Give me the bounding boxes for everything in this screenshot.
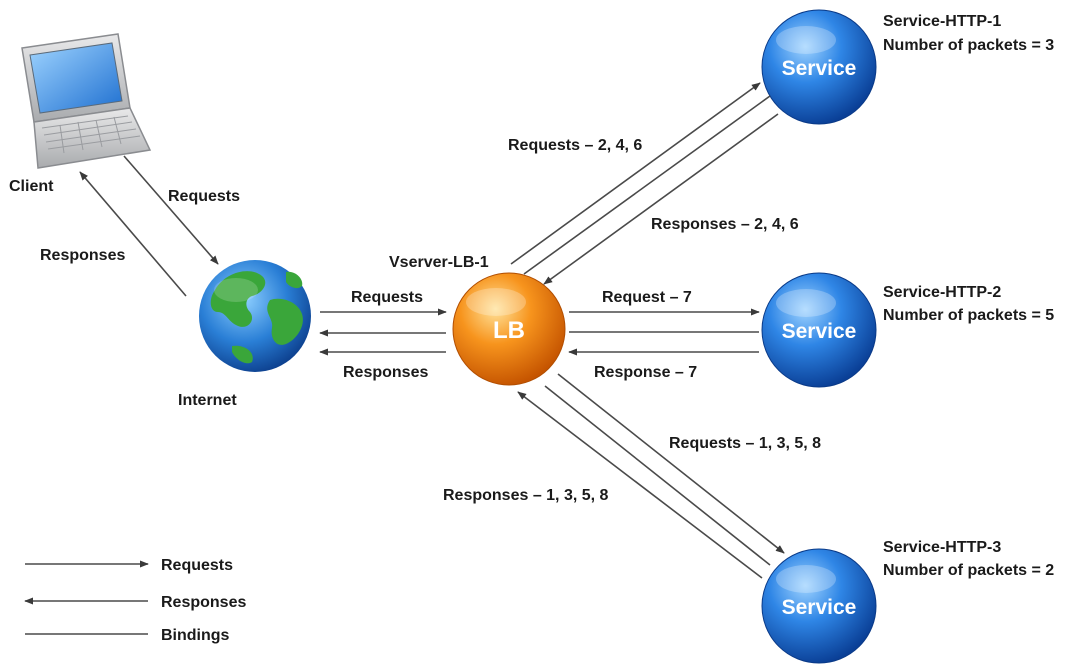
svc3-request-arrow xyxy=(557,373,785,554)
service-node-label: Service xyxy=(782,57,857,80)
legend-bindings-label: Bindings xyxy=(161,627,230,644)
svc1-binding-line xyxy=(523,95,771,275)
legend-responses-label: Responses xyxy=(161,594,246,611)
internet-responses-label: Responses xyxy=(343,364,428,381)
svc2-response-label: Response – 7 xyxy=(594,364,697,381)
service-name-3: Service-HTTP-3 xyxy=(883,539,1001,556)
lb-node-label: LB xyxy=(493,317,525,344)
legend-requests-label: Requests xyxy=(161,557,233,574)
svc1-request-arrow xyxy=(510,82,761,265)
svc2-request-label: Request – 7 xyxy=(602,289,692,306)
svc1-requests-label: Requests – 2, 4, 6 xyxy=(508,137,642,154)
client-request-arrow xyxy=(123,155,219,265)
svc3-responses-label: Responses – 1, 3, 5, 8 xyxy=(443,487,609,504)
client-label: Client xyxy=(9,178,54,195)
service-node-label: Service xyxy=(782,596,857,619)
service-node-3: Service xyxy=(761,548,877,664)
client-requests-label: Requests xyxy=(168,188,240,205)
svc1-response-arrow xyxy=(543,113,779,285)
svc3-requests-label: Requests – 1, 3, 5, 8 xyxy=(669,435,821,452)
service-packets-1: Number of packets = 3 xyxy=(883,37,1054,54)
service-name-1: Service-HTTP-1 xyxy=(883,13,1001,30)
svc1-responses-label: Responses – 2, 4, 6 xyxy=(651,216,799,233)
internet-label: Internet xyxy=(178,392,237,409)
vserver-label: Vserver-LB-1 xyxy=(389,254,489,271)
internet-requests-label: Requests xyxy=(351,289,423,306)
laptop-icon xyxy=(21,33,152,169)
lb-node: LB xyxy=(452,272,566,386)
svc3-binding-line xyxy=(544,385,771,566)
client-response-arrow xyxy=(79,171,187,297)
service-packets-2: Number of packets = 5 xyxy=(883,307,1054,324)
globe-icon xyxy=(199,260,311,372)
client-responses-label: Responses xyxy=(40,247,125,264)
svc3-response-arrow xyxy=(517,391,763,579)
service-node-1: Service xyxy=(761,9,877,125)
service-node-2: Service xyxy=(761,272,877,388)
service-packets-3: Number of packets = 2 xyxy=(883,562,1054,579)
service-name-2: Service-HTTP-2 xyxy=(883,284,1001,301)
service-node-label: Service xyxy=(782,320,857,343)
legend: Requests Responses Bindings xyxy=(24,557,246,644)
